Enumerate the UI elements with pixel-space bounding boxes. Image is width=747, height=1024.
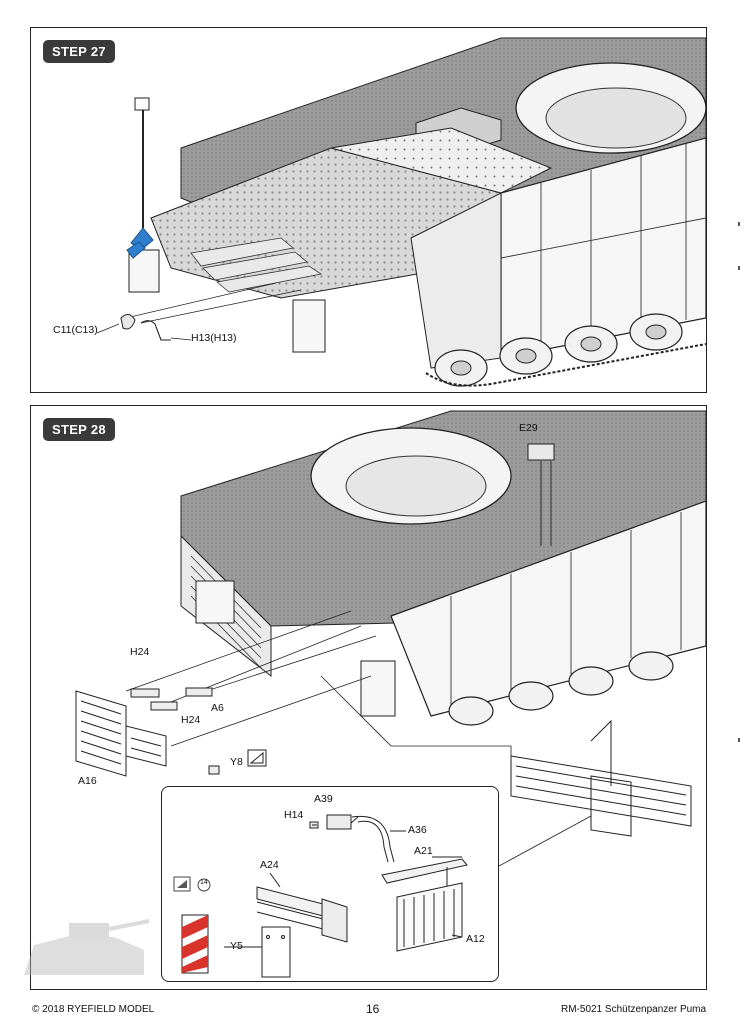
scan-edge-mark <box>738 222 740 226</box>
inset-label-a39: A39 <box>314 793 333 805</box>
footer-copyright: © 2018 RYEFIELD MODEL <box>32 1004 155 1015</box>
footer-page-number: 16 <box>366 1002 380 1016</box>
step-28-badge: STEP 28 <box>43 418 115 441</box>
inset-paint-number: 14 <box>200 879 208 886</box>
scan-edge-mark <box>738 266 740 270</box>
scan-edge-mark <box>738 738 740 742</box>
part-label-h24-top: H24 <box>130 646 150 658</box>
footer-product-name: RM-5021 Schützenpanzer Puma <box>561 1004 707 1015</box>
inset-label-a36: A36 <box>408 824 427 836</box>
step-27-panel: STEP 27 <box>30 27 707 393</box>
inset-label-a21: A21 <box>414 845 433 857</box>
watermark-tank-logo <box>24 919 150 975</box>
part-label-h13: H13(H13) <box>191 332 237 344</box>
part-label-a6: A6 <box>211 702 224 714</box>
part-label-e29: E29 <box>519 422 538 434</box>
step-28-panel: STEP 28 <box>30 405 707 990</box>
part-label-h24-bottom: H24 <box>181 714 201 726</box>
warning-plate-decal <box>181 914 209 974</box>
inset-label-h14: H14 <box>284 809 304 821</box>
inset-label-a12: A12 <box>466 933 485 945</box>
inset-label-a24: A24 <box>260 859 279 871</box>
inset-illustration <box>173 814 468 978</box>
part-label-a16: A16 <box>78 775 97 787</box>
part-label-c11: C11(C13) <box>53 324 98 336</box>
step-28-illustration <box>75 410 706 867</box>
step-27-badge: STEP 27 <box>43 40 115 63</box>
detail-inset: A39 H14 A36 A21 A24 Y5 A12 14 <box>161 786 499 982</box>
step-27-illustration <box>96 37 706 387</box>
inset-label-y5: Y5 <box>230 940 243 952</box>
part-label-y8: Y8 <box>230 756 243 768</box>
